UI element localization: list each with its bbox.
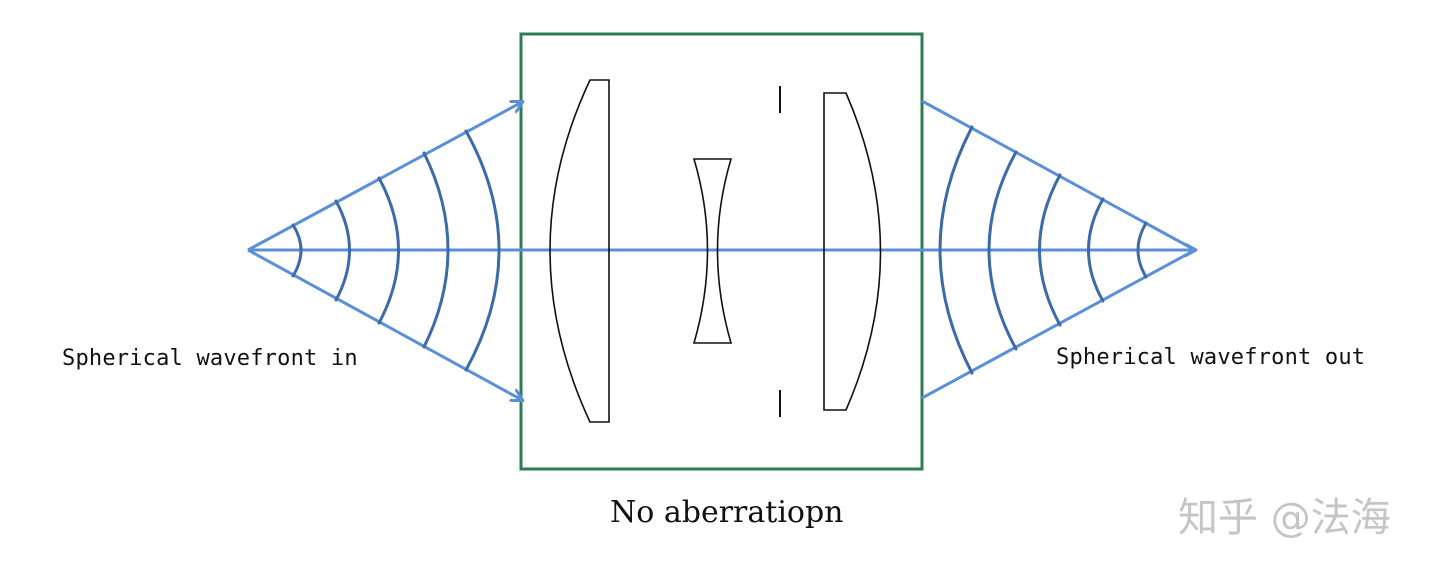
incoming-wavefront-5 [464, 129, 501, 372]
incoming-wavefront-3 [377, 176, 400, 325]
plano-convex-lens [549, 79, 610, 423]
caption: No aberratiopn [610, 495, 844, 530]
incoming-wavefronts [291, 129, 501, 372]
convex-plano-lens [823, 92, 882, 411]
outgoing-wavefront-3 [1038, 173, 1062, 327]
input-ray-lower [247, 248, 522, 400]
watermark: 知乎 @法海 [1178, 495, 1391, 541]
biconcave-lens [692, 158, 733, 344]
input-wavefront-label: Spherical wavefront in [62, 346, 358, 371]
outgoing-wavefront-1 [1136, 221, 1148, 279]
outgoing-wavefronts [938, 125, 1148, 375]
input-ray-upper [247, 102, 522, 252]
incoming-wavefront-2 [334, 199, 351, 302]
output-wavefront-label: Spherical wavefront out [1056, 345, 1366, 370]
outgoing-wavefront-5 [938, 125, 974, 375]
outgoing-wavefront-4 [987, 150, 1018, 351]
lenses [549, 79, 882, 423]
outgoing-wavefront-2 [1087, 197, 1105, 303]
incoming-wavefront-1 [291, 223, 303, 278]
incoming-wavefront-4 [422, 151, 450, 349]
